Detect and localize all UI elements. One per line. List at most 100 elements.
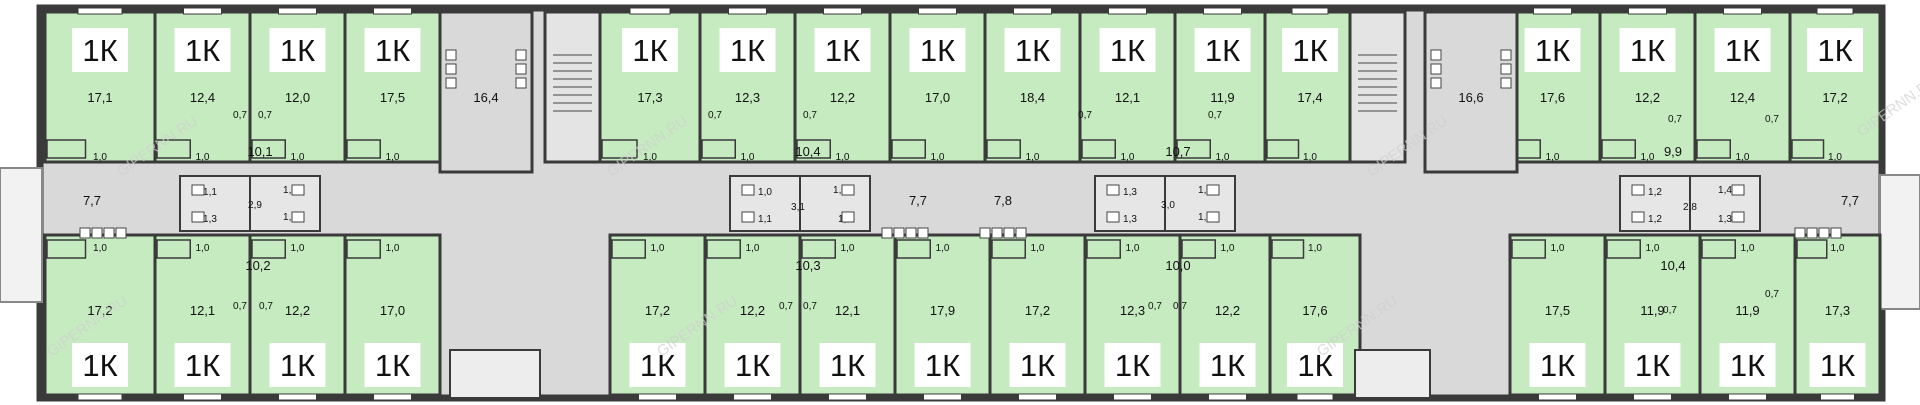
nook-area: 1,0 [1831,243,1845,254]
apartment-area: 12,4 [190,90,215,105]
bath-nook [991,239,1026,259]
unit-type-label: 1К [830,348,865,383]
window [373,7,412,15]
bath-nook [1606,239,1641,259]
unit-type-badge [174,28,231,72]
sink-icon [515,49,527,61]
unit-type-badge [724,343,781,387]
unit-type-label: 1К [1110,33,1145,68]
unit-type-badge [72,28,128,72]
bath-nook [801,239,836,259]
bath-nook [346,239,381,259]
corridor-area: 10,7 [1165,144,1190,159]
sanitary-area: 1,2 [1198,212,1212,223]
locker-icon [1015,227,1027,239]
toilet-icon [1631,211,1645,223]
locker-icon [979,227,991,239]
unit-type-badge [1719,343,1776,387]
hall-area: 7,7 [1841,193,1859,208]
bath-nook [1081,139,1116,159]
bath-nook [611,239,646,259]
locker-icon [1003,227,1015,239]
bath-nook [1511,239,1546,259]
nook-area: 0,7 [803,301,817,312]
window [728,7,767,15]
unit-type-label: 1К [1535,33,1570,68]
window [1728,393,1767,401]
apartment-area: 17,3 [637,90,662,105]
nook-area: 1,0 [1641,152,1655,163]
nook-area: 0,7 [1208,110,1222,121]
window [278,7,317,15]
sanitary-area: 1,3 [1123,214,1137,225]
unit-type-label: 1К [735,348,770,383]
unit-type-label: 1К [82,348,117,383]
unit-type-badge [909,28,966,72]
apartment-area: 18,4 [1020,90,1045,105]
apartment-area: 11,9 [1640,303,1664,318]
nook-area: 1,0 [1546,152,1560,163]
unit-type-label: 1К [640,348,675,383]
unit-type-badge [719,28,776,72]
nook-area: 1,0 [291,152,305,163]
unit-type-badge [174,343,231,387]
window [1018,393,1057,401]
sanitary-area: 1,2 [283,185,297,196]
kitchen-area: 16,4 [473,90,498,105]
bath-nook [1086,239,1121,259]
unit-type-badge [72,343,128,387]
nook-area: 1,0 [1121,152,1135,163]
window [823,7,862,15]
apartment-area: 12,4 [1730,90,1755,105]
unit-type-badge [364,28,421,72]
locker-icon [1830,227,1842,239]
toilet-icon [1631,184,1645,196]
bath-nook [156,239,191,259]
bath-nook [1266,139,1300,159]
apartment-area: 17,5 [380,90,405,105]
apartment-area: 17,1 [87,90,112,105]
nook-area: 0,7 [1078,110,1092,121]
sanitary-area: 1,2 [1648,214,1662,225]
entrance-lobby [1354,349,1431,399]
unit-type-badge [269,343,326,387]
toilet-icon [1731,184,1745,196]
locker-icon [991,227,1003,239]
unit-type-label: 1К [1730,348,1765,383]
unit-type-badge [1287,343,1343,387]
nook-area: 0,7 [1173,301,1187,312]
window [1633,393,1672,401]
window [373,393,412,401]
bath-nook [1791,139,1825,159]
apartment-area: 17,6 [1302,303,1327,318]
sanitary-area: 1,1 [203,187,217,198]
nook-area: 0,7 [259,301,273,312]
unit-type-badge [814,28,871,72]
unit-type-label: 1К [1725,33,1760,68]
apartment-area: 17,0 [925,90,950,105]
locker-icon [115,227,127,239]
apartment-area: 17,6 [1540,90,1565,105]
unit-type-badge [269,28,326,72]
corridor-area: 10,4 [795,144,820,159]
window [1533,7,1572,15]
bath-nook [701,139,736,159]
toilet-icon [1206,211,1220,223]
apartment-area: 12,1 [190,303,215,318]
sanitary-area: 1,3 [833,185,847,196]
hall-area: 7,8 [994,193,1012,208]
unit-type-label: 1К [1820,348,1855,383]
nook-area: 1,0 [1551,243,1565,254]
unit-type-badge [1199,343,1256,387]
locker-icon [91,227,103,239]
unit-type-label: 1К [185,33,220,68]
sink-icon [1500,63,1512,75]
nook-area: 1,0 [746,243,760,254]
bath-nook [1796,239,1828,259]
bath-nook [1696,139,1731,159]
window [1208,393,1247,401]
toilet-icon [191,184,205,196]
bath-nook [891,139,926,159]
unit-type-label: 1К [1115,348,1150,383]
